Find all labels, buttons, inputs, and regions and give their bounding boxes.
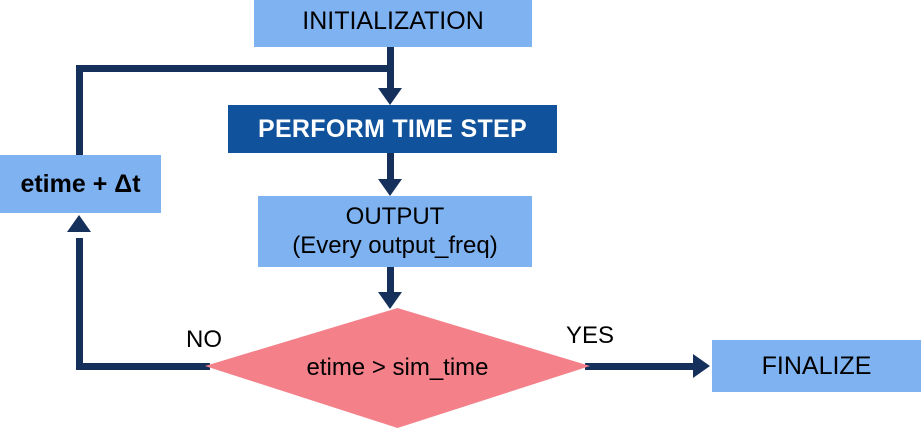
arrowhead-init-to-perform <box>378 88 402 105</box>
arrowhead-perform-to-output <box>378 179 402 196</box>
node-initialization-label: INITIALIZATION <box>302 7 484 36</box>
node-decision[interactable]: etime > sim_time <box>205 308 590 428</box>
connector-loop-horizontal <box>76 65 391 72</box>
node-etime-increment-label: etime + Δt <box>20 169 141 198</box>
node-output[interactable]: OUTPUT (Every output_freq) <box>258 196 532 267</box>
node-etime-increment[interactable]: etime + Δt <box>0 155 161 213</box>
connector-no-horizontal <box>76 363 210 370</box>
connector-perform-to-output <box>387 152 394 180</box>
decision-diamond-shape <box>205 308 590 428</box>
node-finalize[interactable]: FINALIZE <box>712 340 921 392</box>
connector-loop-vertical <box>76 65 83 157</box>
arrowhead-no-to-etime <box>67 215 91 232</box>
connector-yes-horizontal <box>585 363 695 370</box>
arrowhead-yes-to-finalize <box>693 354 710 378</box>
connector-no-vertical <box>76 238 83 370</box>
node-perform-time-step[interactable]: PERFORM TIME STEP <box>228 105 557 153</box>
edge-label-no: NO <box>186 326 222 353</box>
arrowhead-output-to-decision <box>378 292 402 309</box>
node-initialization[interactable]: INITIALIZATION <box>254 0 532 47</box>
node-decision-label: etime > sim_time <box>306 354 489 381</box>
node-output-label-primary: OUTPUT <box>345 203 445 231</box>
edge-label-yes: YES <box>566 322 615 349</box>
node-finalize-label: FINALIZE <box>761 351 872 380</box>
connector-output-to-decision <box>387 267 394 294</box>
node-perform-time-step-label: PERFORM TIME STEP <box>257 114 527 143</box>
node-output-label-secondary: (Every output_freq) <box>292 232 498 259</box>
